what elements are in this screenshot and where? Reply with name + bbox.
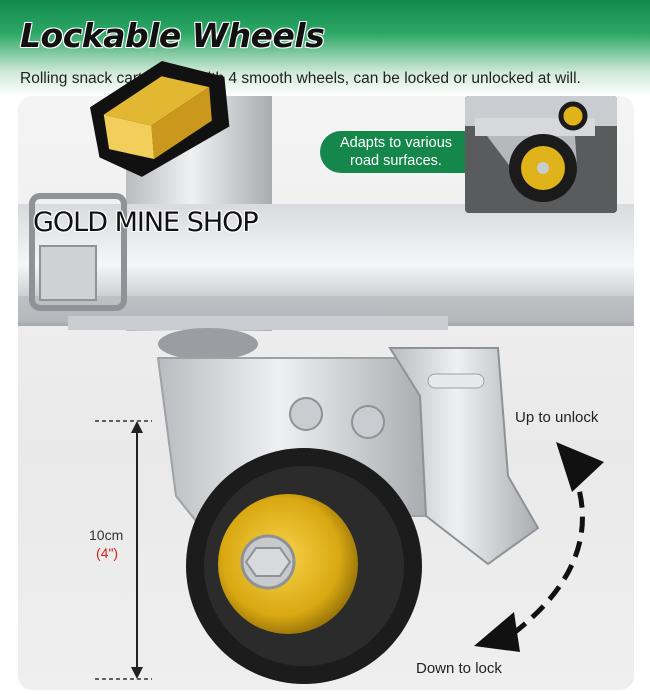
- mounting-plate: [68, 316, 448, 330]
- header-banner: [0, 0, 650, 96]
- axle-nut: [244, 547, 292, 577]
- inset-wheel-illustration: [465, 96, 617, 213]
- dimension-imperial: (4"): [96, 545, 119, 561]
- frame-latch: [29, 193, 127, 311]
- unlock-label: Up to unlock: [515, 409, 599, 426]
- shop-watermark: GOLD MINE SHOP: [33, 207, 259, 238]
- brake-pedal: [388, 347, 540, 566]
- road-surface-inset-photo: [465, 96, 617, 213]
- surface-callout-line1: Adapts to various: [339, 135, 453, 151]
- swivel-bearing: [158, 328, 258, 360]
- surface-callout-line2: road surfaces.: [350, 153, 442, 169]
- lock-label: Down to lock: [416, 660, 502, 677]
- page-title: Lockable Wheels: [20, 16, 325, 55]
- surface-callout: Adapts to various road surfaces.: [320, 131, 472, 173]
- dimension-metric: 10cm: [89, 527, 124, 543]
- caster-illustration: [18, 96, 634, 684]
